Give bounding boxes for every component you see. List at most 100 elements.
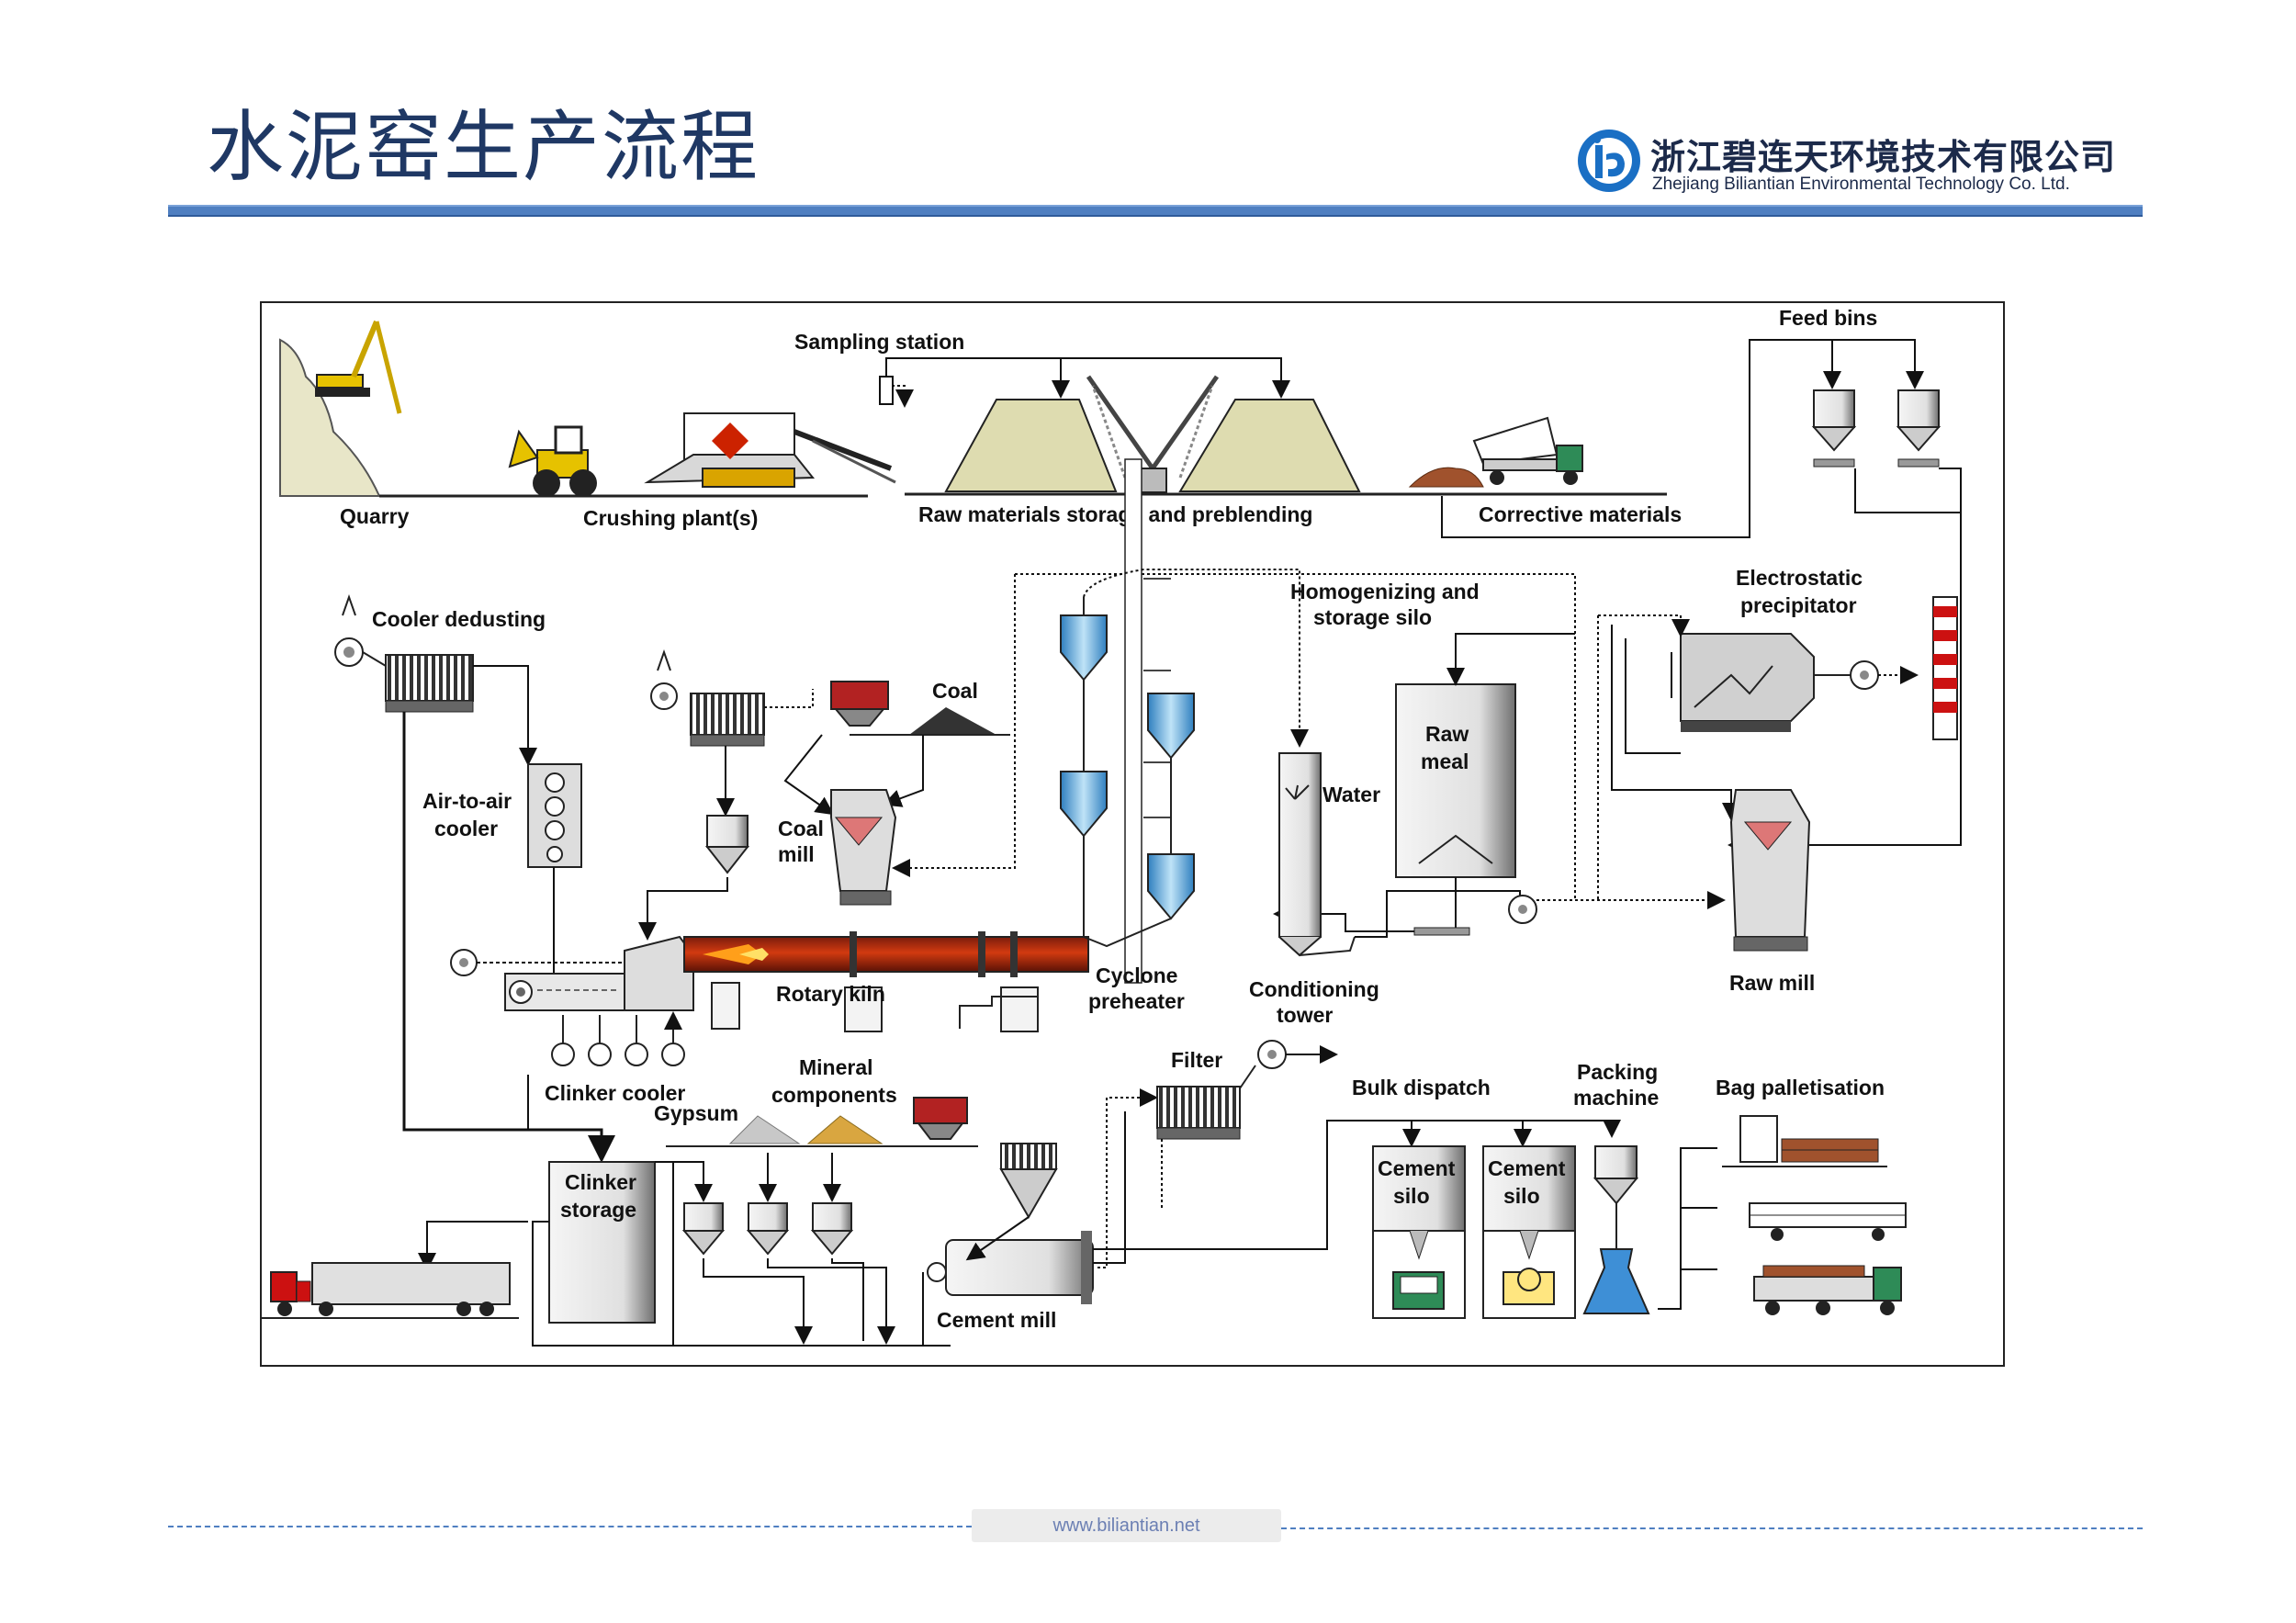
label-cooler-dedusting: Cooler dedusting [372, 607, 546, 631]
label-coal: Coal [932, 679, 978, 703]
label-clinker-storage-2: storage [560, 1198, 636, 1222]
stack-chimney-icon [1932, 596, 1958, 740]
label-gypsum: Gypsum [654, 1101, 738, 1125]
label-raw-meal-1: Raw [1425, 722, 1469, 746]
label-raw-mill: Raw mill [1729, 971, 1815, 995]
clinker-cooler-fan-left-icon [450, 949, 478, 976]
esp-fan-icon [1850, 660, 1879, 690]
label-raw-meal-2: meal [1421, 750, 1469, 773]
coal-mill-filter-icon [690, 693, 765, 747]
cement-silo-2-icon [1482, 1145, 1576, 1319]
additive-bin-1-icon [681, 1202, 726, 1256]
label-bag-palletisation: Bag palletisation [1716, 1076, 1885, 1099]
pulverized-coal-bin-icon [704, 815, 750, 874]
sampling-station-icon [879, 376, 894, 405]
wheel-loader-icon [508, 425, 597, 497]
label-filter: Filter [1171, 1048, 1222, 1072]
homogenizing-silo-icon [1395, 683, 1516, 878]
label-clinker-storage-1: Clinker [565, 1170, 636, 1194]
electrostatic-precipitator-icon [1680, 633, 1815, 732]
label-conditioning-2: tower [1277, 1003, 1333, 1027]
coal-pile-icon [909, 707, 996, 735]
label-conditioning-1: Conditioning [1249, 977, 1379, 1001]
cement-mill-filter-icon [1156, 1086, 1241, 1140]
flatbed-trailer-icon [1749, 1202, 1907, 1241]
label-air-to-air-1: Air-to-air [422, 789, 512, 813]
label-esp-2: precipitator [1740, 593, 1857, 617]
label-cement-mill: Cement mill [937, 1308, 1056, 1332]
footer-website: www.biliantian.net [972, 1509, 1281, 1542]
footer-divider-right [1281, 1527, 2143, 1529]
mineral-pile-icon [806, 1115, 884, 1144]
cooler-dedusting-filter-icon [385, 654, 474, 713]
quarry-icon [279, 320, 402, 497]
company-name-english: Zhejiang Biliantian Environmental Techno… [1652, 175, 2070, 194]
clinker-truck-icon [270, 1262, 511, 1316]
company-name-chinese: 浙江碧连天环境技术有限公司 [1650, 137, 2117, 177]
label-clinker-cooler: Clinker cooler [545, 1081, 685, 1105]
crusher-icon [644, 412, 896, 488]
cooler-dedusting-fan-icon [334, 593, 364, 667]
label-homogenizing-2: storage silo [1313, 605, 1432, 629]
label-mineral-2: components [771, 1083, 897, 1107]
separator-icon [999, 1143, 1058, 1220]
label-coal-mill-2: mill [778, 842, 815, 866]
label-corrective-materials: Corrective materials [1479, 502, 1682, 526]
label-raw-materials-storage: Raw materials storage and preblending [918, 502, 1312, 526]
label-crushing-plants: Crushing plant(s) [583, 506, 758, 530]
label-cement-silo-1-b: silo [1393, 1184, 1430, 1208]
label-sampling-station: Sampling station [794, 330, 964, 354]
bag-pallets-icon [1722, 1115, 1887, 1167]
label-water: Water [1322, 783, 1380, 806]
stacker-reclaimer-icon [1086, 375, 1220, 493]
coal-mill-icon [830, 789, 897, 906]
label-air-to-air-2: cooler [434, 817, 498, 840]
cement-mill-filter-fan-icon [1257, 1040, 1287, 1069]
coal-hopper-icon [830, 681, 889, 727]
packing-machine-icon [1582, 1145, 1650, 1314]
label-packing-1: Packing [1577, 1060, 1658, 1084]
company-logo-icon [1578, 130, 1640, 192]
gypsum-pile-icon [728, 1115, 801, 1144]
label-esp-1: Electrostatic [1736, 566, 1863, 590]
bag-truck-icon [1753, 1265, 1902, 1315]
label-cyclone-2: preheater [1088, 989, 1185, 1013]
cyclone-preheater-icon [1060, 458, 1195, 984]
company-logo: 浙江碧连天环境技术有限公司 Zhejiang Biliantian Enviro… [1575, 127, 2154, 200]
cement-process-diagram: Quarry Crushing plant(s) Sampling statio… [260, 301, 2005, 1367]
additive-bin-3-icon [810, 1202, 854, 1256]
label-cement-silo-1-a: Cement [1378, 1156, 1456, 1180]
label-mineral-1: Mineral [799, 1055, 873, 1079]
conditioning-tower-icon [1278, 752, 1356, 957]
label-homogenizing-1: Homogenizing and [1290, 580, 1480, 603]
label-coal-mill-1: Coal [778, 817, 824, 840]
raw-meal-feeder-icon [1413, 927, 1470, 936]
label-cement-silo-2-b: silo [1503, 1184, 1540, 1208]
label-rotary-kiln: Rotary kiln [776, 982, 885, 1006]
preblending-pile-left-icon [944, 399, 1118, 492]
preblending-pile-right-icon [1178, 399, 1361, 492]
process-flow-svg: Quarry Crushing plant(s) Sampling statio… [262, 306, 1962, 1347]
title-underline [168, 205, 2143, 217]
label-packing-2: machine [1573, 1086, 1659, 1110]
cement-mill-icon [927, 1231, 1094, 1304]
mineral-hopper-icon [913, 1097, 968, 1140]
label-quarry: Quarry [340, 504, 410, 528]
rotary-kiln-icon [683, 931, 1089, 1032]
footer-divider-left [168, 1526, 972, 1527]
feed-bin-2-icon [1896, 389, 1941, 468]
raw-mill-fan-icon [1508, 895, 1537, 924]
air-to-air-cooler-icon [527, 763, 582, 868]
cement-silo-1-icon [1372, 1145, 1466, 1319]
clinker-storage-silo-icon [548, 1161, 656, 1324]
label-feed-bins: Feed bins [1779, 306, 1877, 330]
slide-title: 水泥窑生产流程 [207, 102, 760, 192]
raw-mill-icon [1729, 789, 1811, 952]
label-cement-silo-2-a: Cement [1488, 1156, 1566, 1180]
label-cyclone-1: Cyclone [1096, 964, 1177, 987]
dump-truck-icon [1472, 416, 1583, 485]
clinker-cooler-icon [504, 935, 694, 1011]
coal-mill-fan-icon [650, 648, 678, 710]
corrective-materials-pile-icon [1408, 467, 1484, 488]
label-bulk-dispatch: Bulk dispatch [1352, 1076, 1491, 1099]
